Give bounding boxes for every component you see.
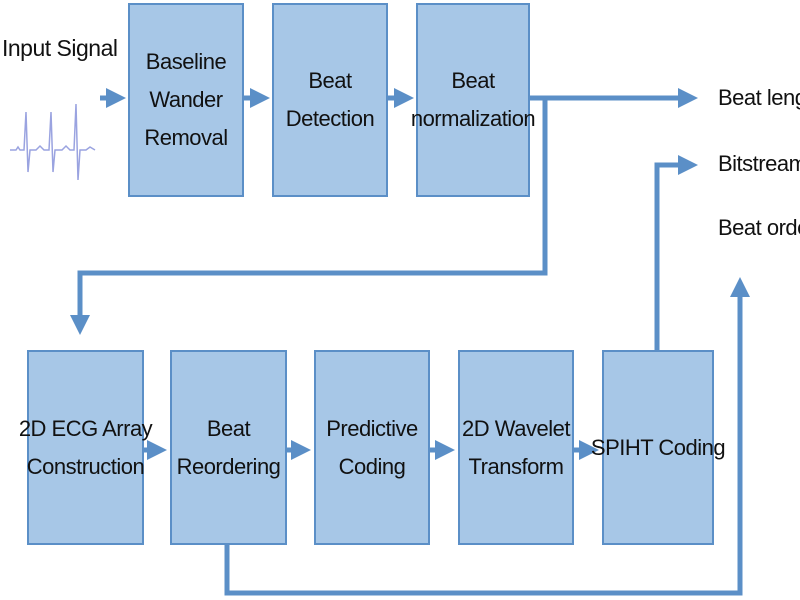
block-label-line: 2D Wavelet [462,415,570,441]
block-label-line: Coding [338,453,406,479]
block-label-line: Baseline [145,49,227,74]
block-label-line: Detection [285,106,375,131]
wavelet-transform-block: 2D Wavelet Transform [458,350,574,545]
ecg-array-construction-block: 2D ECG Array Construction [19,350,153,545]
ecg-signal-icon [10,103,96,181]
block-label-line: Transform [468,453,564,479]
block-label-line: Construction [26,453,145,479]
block-label-line: Reordering [176,453,281,479]
block-label-line: Removal [144,125,228,150]
arrow-spiht-to-bitstream [654,155,698,350]
output-beat-length: Beat length [718,85,800,110]
arrow-normalization-to-array [70,98,548,335]
block-label-line: Wander [149,87,223,112]
block-label-line: 2D ECG Array [18,415,153,441]
block-label-line: Beat [451,68,495,93]
beat-detection-block: Beat Detection [272,3,388,197]
block-label-line: normalization [410,106,536,131]
block-label-line: Beat [206,415,251,441]
predictive-coding-block: Predictive Coding [314,350,430,545]
output-bitstream: Bitstream [718,151,800,176]
output-beat-order: Beat order [718,215,800,240]
beat-reordering-block: Beat Reordering [170,350,287,545]
block-label-line: SPIHT Coding [590,434,726,460]
block-label-line: Beat [308,68,352,93]
baseline-wander-removal-block: Baseline Wander Removal [128,3,244,197]
beat-normalization-block: Beat normalization [411,3,536,197]
input-signal-label: Input Signal [2,35,118,61]
arrow-reordering-to-beat-order [224,277,750,596]
block-label-line: Predictive [326,415,418,441]
spiht-coding-block: SPIHT Coding [591,350,726,545]
